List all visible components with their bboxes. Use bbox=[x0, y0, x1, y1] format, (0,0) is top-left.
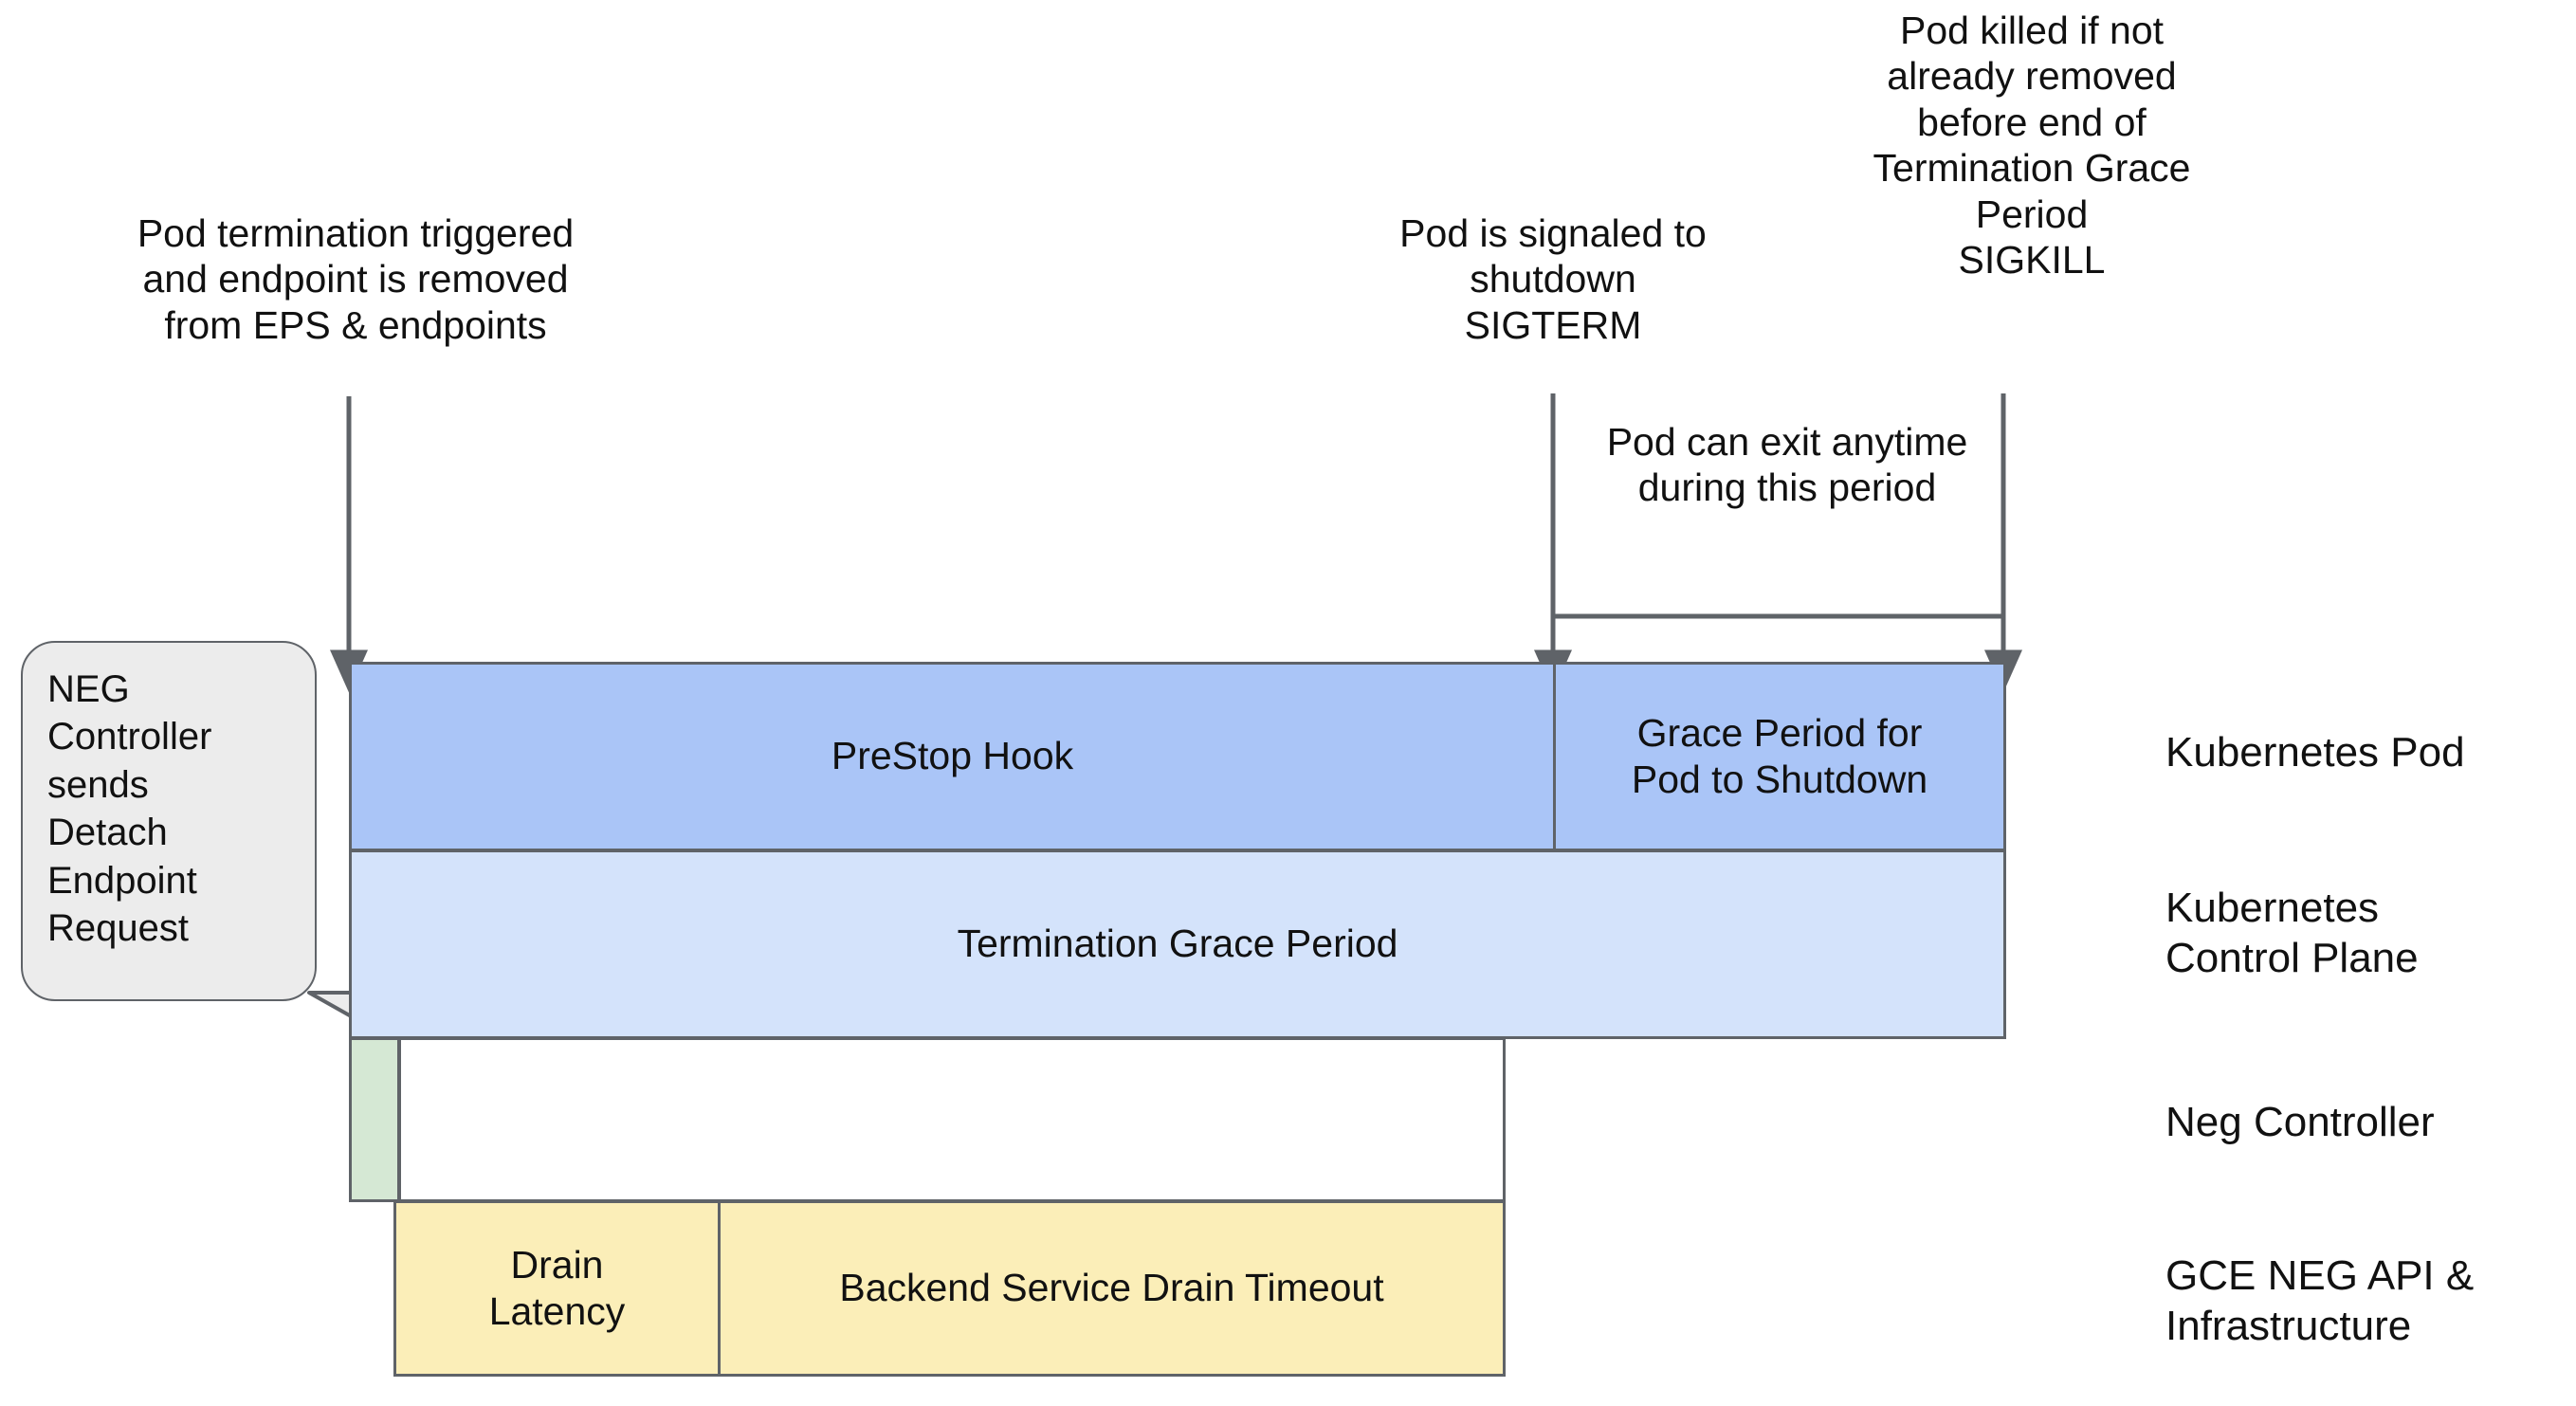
bar-grace-period-shutdown: Grace Period for Pod to Shutdown bbox=[1553, 662, 2006, 851]
callout-neg-controller-detach: NEG Controller sends Detach Endpoint Req… bbox=[21, 641, 317, 1001]
bar-backend-service-drain-timeout: Backend Service Drain Timeout bbox=[718, 1200, 1506, 1377]
annotation-pod-killed-sigkill: Pod killed if not already removed before… bbox=[1873, 9, 2191, 282]
bar-neg-controller-lane-empty bbox=[398, 1037, 1506, 1202]
annotation-pod-signaled-shutdown: Pod is signaled to shutdown SIGTERM bbox=[1399, 211, 1707, 347]
bar-prestop-hook: PreStop Hook bbox=[349, 662, 1556, 851]
annotation-pod-termination-triggered: Pod termination triggered and endpoint i… bbox=[137, 211, 575, 347]
bar-neg-detach-window bbox=[349, 1037, 400, 1202]
bar-drain-latency: Drain Latency bbox=[393, 1200, 721, 1377]
lane-label-kubernetes-control-plane: Kubernetes Control Plane bbox=[2165, 885, 2419, 981]
bar-termination-grace-period: Termination Grace Period bbox=[349, 849, 2006, 1039]
lane-label-gce-neg-api: GCE NEG API & Infrastructure bbox=[2165, 1252, 2475, 1349]
lane-label-kubernetes-pod: Kubernetes Pod bbox=[2165, 729, 2465, 776]
annotation-pod-can-exit-anytime: Pod can exit anytime during this period bbox=[1606, 420, 1968, 510]
lane-label-neg-controller: Neg Controller bbox=[2165, 1099, 2435, 1145]
